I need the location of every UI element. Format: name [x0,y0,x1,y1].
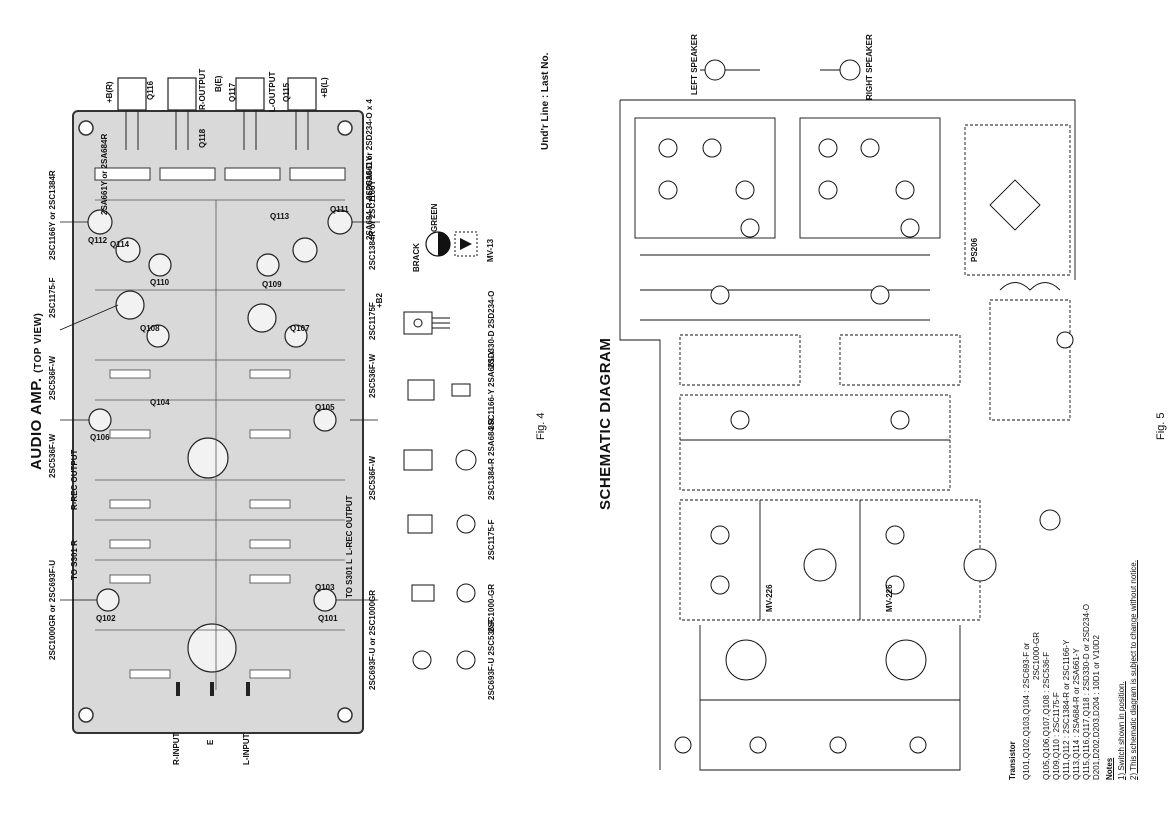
transistor-row-part: : 2SD330-D or 2SD234-O [1082,604,1091,696]
transistor-row-part: 2SC1000-GR [1032,631,1041,680]
transistor-row-refs: Q113,Q114 [1072,739,1081,780]
ref-q113: Q113 [270,212,290,221]
notes-title: Notes [1105,757,1114,780]
transistor-row-refs: Q115,Q116,Q117,Q118 [1082,697,1091,780]
fig5-label: Fig. 5 [1155,412,1167,440]
ref-q111: Q111 [330,205,349,214]
mv226-label-1: MV-226 [765,584,774,612]
output-transistor-q118 [167,77,197,111]
transistor-row: Q109,Q110 : 2SC1175-F [1052,692,1061,780]
transistor-row-part: : 2SC1384-R or 2SC1166-Y [1062,639,1071,739]
ref-q109: Q109 [262,280,282,289]
transistor-row: Q101,Q102,Q103,Q104 : 2SC693-F or [1022,643,1031,780]
transistor-row-part: : 2SC693-F or [1022,642,1031,693]
transistor-row-refs: Q105,Q106,Q107,Q108 [1042,695,1051,780]
output-transistor-q117 [235,77,265,111]
ref-q112: Q112 [88,236,108,245]
note-2: 2) This schematic diagram is subject to … [1129,560,1138,780]
ref-q110: Q110 [150,278,170,287]
mount-hole [78,120,94,136]
right-speaker-label: RIGHT SPEAKER [865,34,874,100]
transistor-row-part: : 2SA684-R or 2SA661-Y [1072,648,1081,738]
transistor-row: Q111,Q112 : 2SC1384-R or 2SC1166-Y [1062,640,1071,780]
ref-q104: Q104 [150,398,170,407]
ref-q107: Q107 [290,324,310,333]
ref-q103: Q103 [315,583,335,592]
left-speaker-label: LEFT SPEAKER [690,34,699,95]
ps206-label: PS206 [970,237,979,262]
note-1: 1) Switch shown in position. [1117,681,1126,780]
ref-q105: Q105 [315,403,335,412]
output-transistor-q116 [117,77,147,111]
mount-hole [337,707,353,723]
transistor-row-refs: Q111,Q112 [1062,740,1071,780]
mount-hole [78,707,94,723]
ref-q106: Q106 [90,433,110,442]
ref-q101: Q101 [318,614,338,623]
transistor-row: Q115,Q116,Q117,Q118 : 2SD330-D or 2SD234… [1082,604,1091,780]
output-transistor-q115 [287,77,317,111]
transistor-row-refs: D201,D202,D203,D204 [1092,696,1101,780]
ref-q108: Q108 [140,324,160,333]
transistor-row-refs: Q101,Q102,Q103,Q104 [1022,695,1031,780]
mv226-label-2: MV-226 [885,584,894,612]
ref-q114: Q114 [110,240,130,249]
transistor-row: Q113,Q114 : 2SA684-R or 2SA661-Y [1072,648,1081,780]
transistor-row-refs: Q109,Q110 [1052,739,1061,780]
transistor-table-title: Transistor [1008,741,1017,780]
transistor-row-part: : 2SC536-F [1042,651,1051,693]
ref-q102: Q102 [96,614,116,623]
transistor-row: D201,D202,D203,D204 : 10D1 or V10D2 [1092,635,1101,780]
transistor-row: 2SC1000-GR [1032,632,1041,680]
mount-hole [337,120,353,136]
transistor-row: Q105,Q106,Q107,Q108 : 2SC536-F [1042,652,1051,780]
transistor-row-part: : 10D1 or V10D2 [1092,635,1101,695]
transistor-row-part: : 2SC1175-F [1052,692,1061,737]
